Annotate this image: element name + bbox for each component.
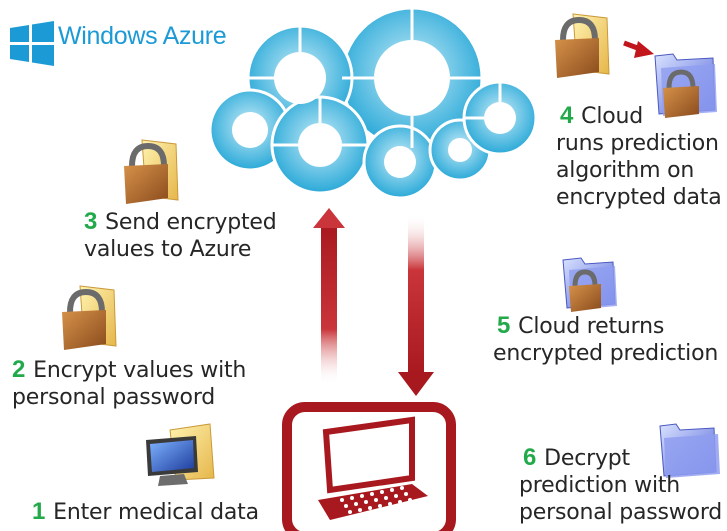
step-4-label: 4 Cloud runs prediction algorithm on encr…: [556, 102, 722, 211]
step-2-line1: Encrypt values with: [33, 358, 247, 383]
step-3-number: 3: [84, 208, 98, 235]
step-4-line2: runs prediction: [556, 131, 719, 156]
step-6-line1: Decrypt: [544, 446, 630, 471]
step-6-line3: personal password: [519, 500, 723, 525]
step-4-line3: algorithm on: [556, 158, 695, 183]
step-3-line2: values to Azure: [84, 237, 252, 262]
step-1-text: Enter medical data: [53, 500, 259, 525]
step-4-line4: encrypted data: [556, 185, 722, 210]
windows-logo-icon: [10, 21, 54, 66]
step-5-label: 5 Cloud returns encrypted prediction: [493, 312, 718, 367]
step-6-number: 6: [523, 444, 537, 471]
step-1-number: 1: [32, 498, 46, 525]
step-5-number: 5: [497, 312, 511, 339]
step-2-number: 2: [12, 356, 26, 383]
step-2-label: 2 Encrypt values with personal password: [12, 356, 246, 411]
step-4-number: 4: [560, 102, 574, 129]
step-3-label: 3 Send encrypted values to Azure: [84, 208, 277, 263]
step-5-line1: Cloud returns: [518, 314, 665, 339]
step-6-label: 6 Decrypt prediction with personal passwo…: [519, 444, 722, 526]
step-5-line2: encrypted prediction: [493, 341, 719, 366]
step-2-line2: personal password: [12, 385, 216, 410]
step-1-label: 1 Enter medical data: [32, 498, 259, 526]
step-4-line1: Cloud: [581, 104, 643, 129]
logo-text: Windows Azure: [58, 22, 227, 50]
step-6-line2: prediction with: [519, 473, 681, 498]
step-3-line1: Send encrypted: [105, 210, 277, 235]
